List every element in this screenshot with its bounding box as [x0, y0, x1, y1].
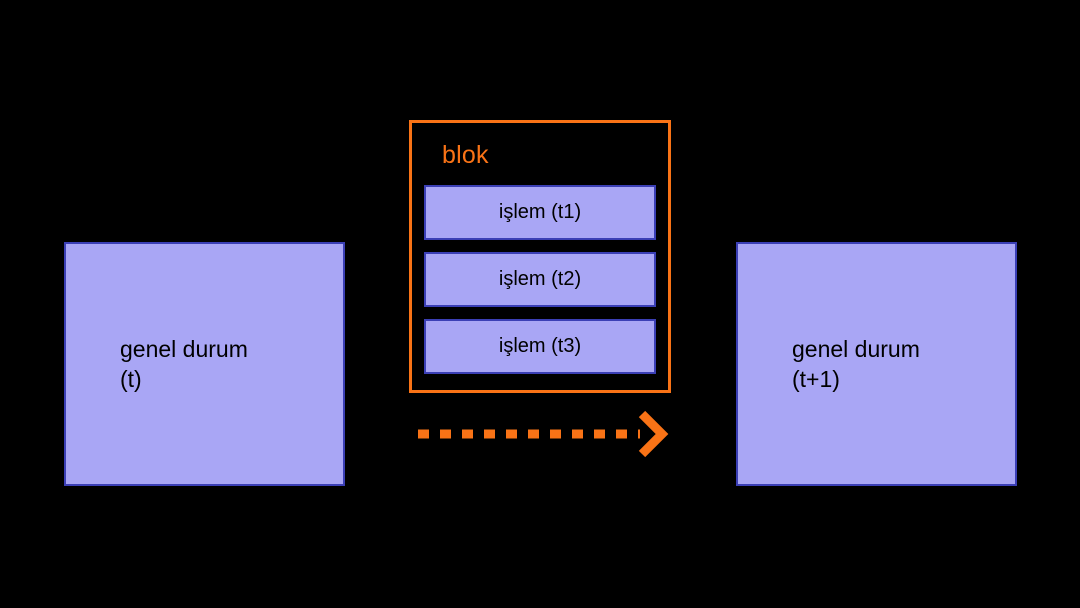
- block-container: blok işlem (t1) işlem (t2) işlem (t3): [409, 120, 671, 393]
- transaction-box-t1: işlem (t1): [424, 185, 656, 240]
- block-title: blok: [442, 141, 489, 169]
- state-box-before: genel durum (t): [64, 242, 345, 486]
- state-before-label-line1: genel durum: [120, 335, 248, 362]
- transaction-list: işlem (t1) işlem (t2) işlem (t3): [424, 185, 662, 374]
- state-before-label-line2: (t): [120, 366, 142, 392]
- state-transition-arrow-icon: [418, 410, 669, 458]
- state-after-label-line1: genel durum: [792, 335, 920, 362]
- transaction-label-t3: işlem (t3): [498, 335, 582, 357]
- transaction-label-t2: işlem (t2): [498, 268, 582, 290]
- transaction-box-t3: işlem (t3): [424, 319, 656, 374]
- state-after-label-line2: (t+1): [792, 366, 840, 392]
- state-box-after: genel durum (t+1): [736, 242, 1017, 486]
- transaction-label-t1: işlem (t1): [498, 201, 582, 223]
- arrow-head-chevron-icon: [638, 410, 669, 458]
- transaction-box-t2: işlem (t2): [424, 252, 656, 307]
